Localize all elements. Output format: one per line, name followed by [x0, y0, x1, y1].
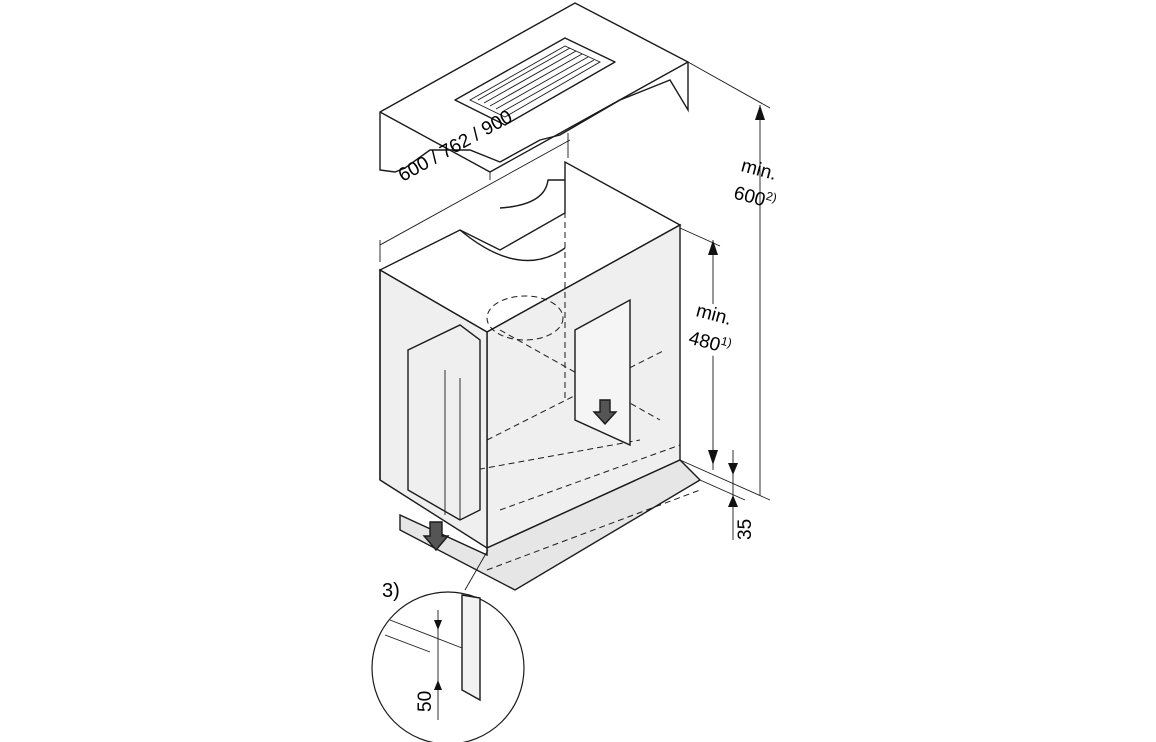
detail-view: [371, 549, 525, 742]
detail-marker: 3): [382, 580, 400, 602]
cabinet: [378, 160, 702, 591]
dimension-lines: [379, 61, 771, 540]
vent-grille: [454, 37, 616, 126]
detail-gap-label: 50: [415, 690, 436, 712]
plinth-height-label: 35: [735, 518, 756, 540]
